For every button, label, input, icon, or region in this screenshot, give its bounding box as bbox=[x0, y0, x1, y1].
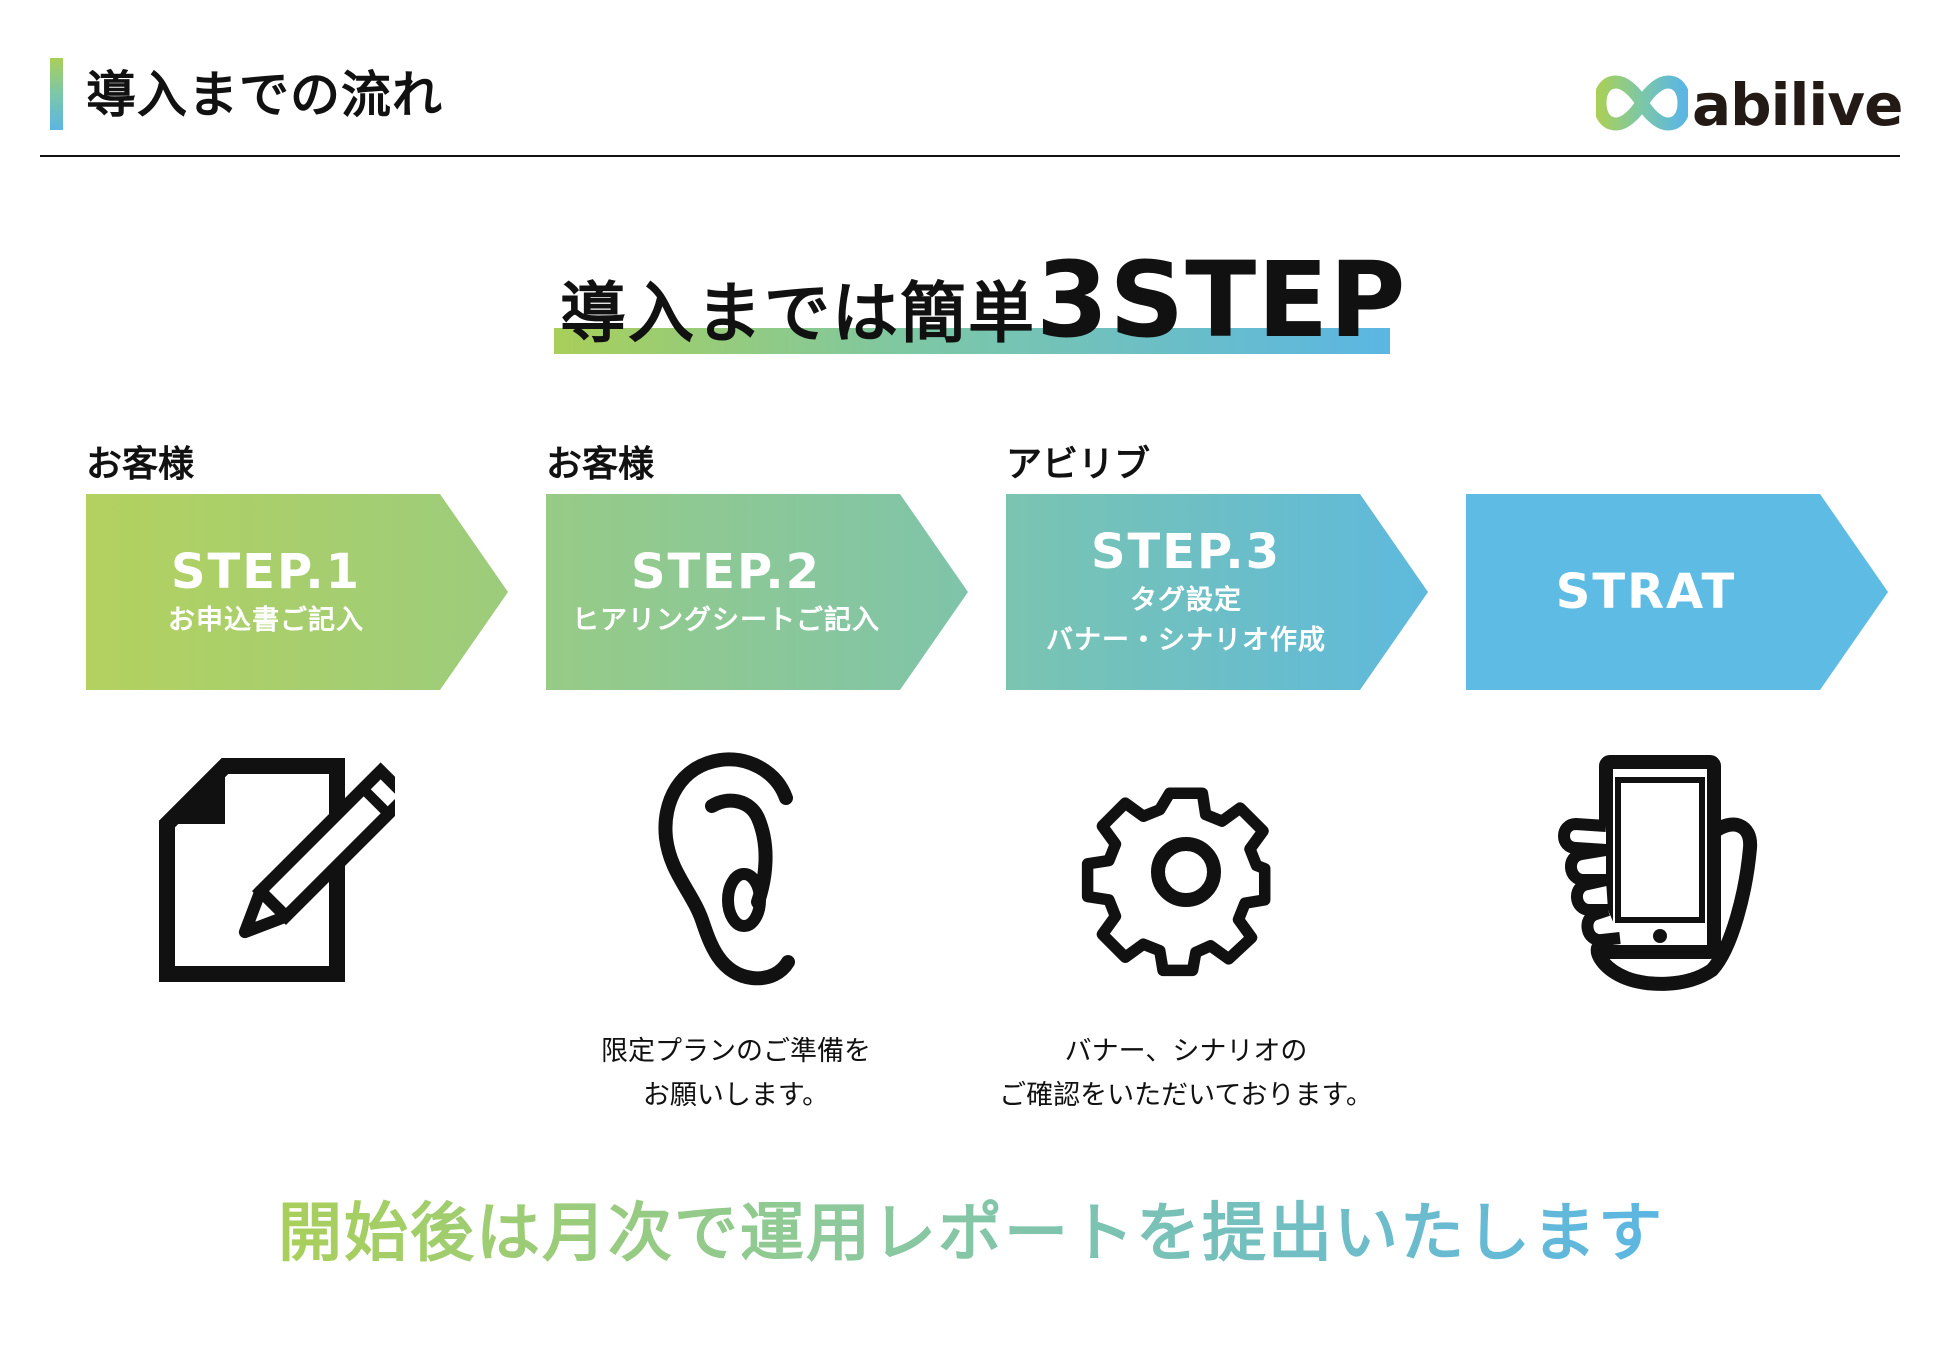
abilive-logo: abilive bbox=[1596, 70, 1903, 140]
caption-line2: ご確認をいただいております。 bbox=[999, 1080, 1373, 1111]
main-title-jp: 導入までは簡単 bbox=[560, 275, 1036, 352]
step-arrow-1: STEP.1 お申込書ご記入 bbox=[86, 494, 508, 690]
step-title: STEP.1 bbox=[170, 544, 362, 600]
step-title: STEP.2 bbox=[630, 544, 822, 600]
arrow-shape bbox=[1006, 494, 1428, 690]
step-arrow-2: STEP.2 ヒアリングシートご記入 bbox=[546, 494, 968, 690]
footer-message: 開始後は月次で運用レポートを提出いたします bbox=[0, 1192, 1942, 1276]
actor-label-step1: お客様 bbox=[86, 444, 195, 485]
step-desc: ヒアリングシートご記入 bbox=[572, 605, 880, 636]
arrow-shape bbox=[1466, 494, 1888, 690]
step-title: STEP.3 bbox=[1090, 524, 1282, 580]
main-title-underline bbox=[554, 328, 1390, 354]
header-accent-bar bbox=[50, 58, 63, 130]
document-pencil-icon bbox=[155, 752, 415, 992]
page-title: 導入までの流れ bbox=[86, 66, 443, 124]
footer-message-text: 開始後は月次で運用レポートを提出いたします bbox=[278, 1197, 1664, 1271]
actor-label-step2: お客様 bbox=[546, 444, 655, 485]
step-title: STRAT bbox=[1555, 564, 1737, 620]
step-desc-line1: タグ設定 bbox=[1130, 585, 1242, 616]
caption-line1: バナー、シナリオの bbox=[1064, 1036, 1308, 1067]
step-arrow-3: STEP.3 タグ設定 バナー・シナリオ作成 bbox=[1006, 494, 1428, 690]
gear-icon bbox=[1066, 752, 1306, 992]
caption-step2: 限定プランのご準備を お願いします。 bbox=[516, 1030, 956, 1118]
caption-line1: 限定プランのご準備を bbox=[601, 1036, 871, 1067]
infinity-logo-icon bbox=[1596, 75, 1688, 131]
caption-line2: お願いします。 bbox=[642, 1080, 830, 1111]
smartphone-hand-icon bbox=[1536, 752, 1776, 992]
arrow-shape bbox=[546, 494, 968, 690]
step-desc-line2: バナー・シナリオ作成 bbox=[1046, 625, 1326, 656]
actor-label-step3: アビリブ bbox=[1006, 444, 1151, 485]
main-title: 導入までは簡単3STEP bbox=[560, 248, 1406, 352]
step-arrow-start: STRAT bbox=[1466, 494, 1888, 690]
step-desc: お申込書ご記入 bbox=[168, 605, 364, 636]
main-title-en: 3STEP bbox=[1036, 239, 1407, 361]
caption-step3: バナー、シナリオの ご確認をいただいております。 bbox=[966, 1030, 1406, 1118]
ear-icon bbox=[616, 752, 856, 992]
logo-wordmark: abilive bbox=[1692, 71, 1903, 139]
header-divider bbox=[40, 155, 1900, 157]
arrow-shape bbox=[86, 494, 508, 690]
